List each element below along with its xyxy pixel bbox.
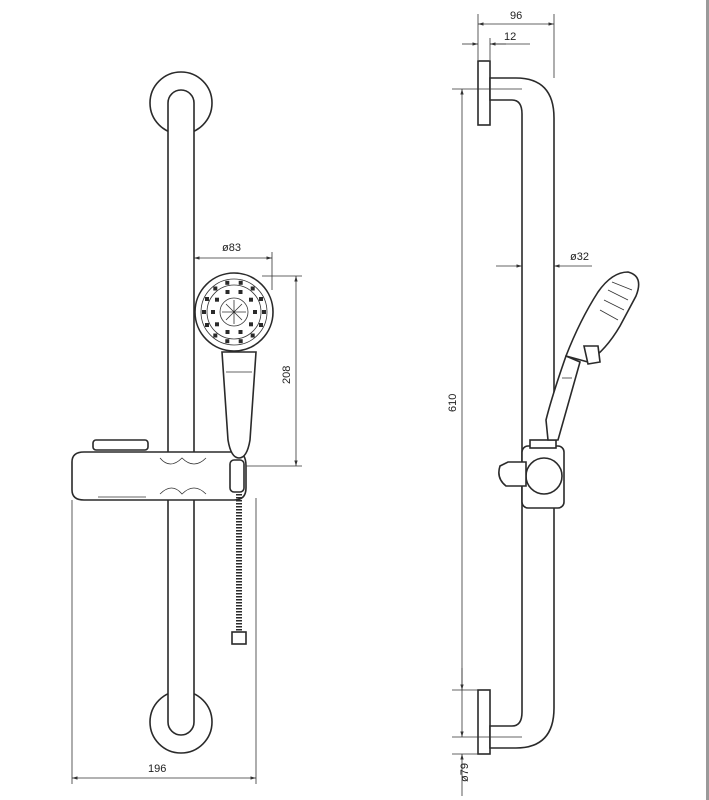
hand-shower-head <box>194 272 274 352</box>
nozzle <box>259 323 263 327</box>
hand-shower-handle <box>221 351 257 459</box>
dim-top-offset: 12 <box>504 31 516 43</box>
nozzle <box>249 322 253 327</box>
nozzle <box>213 333 218 338</box>
dim-bracket-diameter: ø79 <box>459 763 471 782</box>
nozzle <box>225 339 230 344</box>
riser-bar-side <box>489 77 555 749</box>
dim-head-height: 208 <box>281 366 293 384</box>
dim-head-diameter: ø83 <box>222 242 241 254</box>
page-edge <box>706 0 709 800</box>
nozzle <box>215 297 219 302</box>
nozzle <box>202 310 206 314</box>
nozzle <box>250 333 255 338</box>
nozzle <box>238 280 243 285</box>
hand-shower-side <box>545 271 640 441</box>
nozzle <box>205 297 209 301</box>
side-view: 96 12 610 ø32 ø79 <box>447 10 640 796</box>
riser-bar <box>167 89 195 736</box>
dim-bar-diameter: ø32 <box>570 251 589 263</box>
bottom-wall-plate-side <box>477 689 491 755</box>
nozzle <box>259 297 263 301</box>
nozzle <box>238 339 243 344</box>
nozzle <box>225 330 230 334</box>
nozzle <box>238 330 243 334</box>
nozzle <box>250 286 255 291</box>
slider-side <box>498 439 565 509</box>
hose <box>231 494 247 645</box>
dim-top-width: 96 <box>510 10 522 22</box>
dim-total-width: 196 <box>148 763 166 775</box>
nozzle <box>262 310 266 314</box>
nozzle <box>238 290 243 294</box>
nozzle <box>213 286 218 291</box>
nozzle <box>225 280 230 285</box>
nozzle <box>249 297 253 302</box>
front-view: ø83 208 196 <box>71 71 302 784</box>
nozzle <box>225 290 230 294</box>
nozzle <box>211 310 215 314</box>
dim-total-height: 610 <box>447 394 459 412</box>
nozzle <box>253 310 257 314</box>
nozzle <box>215 322 219 327</box>
top-wall-plate-side <box>477 60 491 126</box>
slider-and-soap-dish <box>71 439 247 501</box>
nozzle <box>205 323 209 327</box>
